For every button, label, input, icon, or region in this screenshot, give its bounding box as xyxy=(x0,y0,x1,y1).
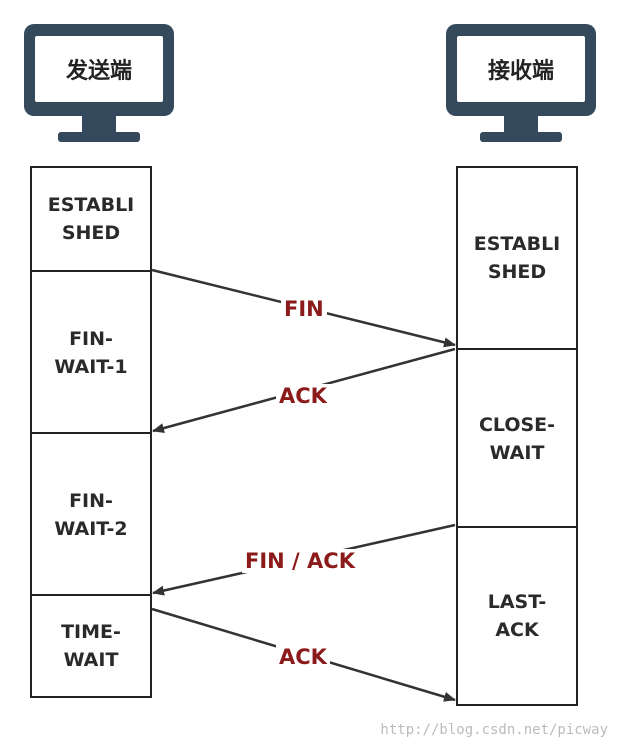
sender-state-time-wait: TIME- WAIT xyxy=(32,594,150,696)
sender-state-fin-wait-2: FIN- WAIT-2 xyxy=(32,432,150,596)
state-line: SHED xyxy=(61,222,121,244)
sender-monitor-icon: 发送端 xyxy=(24,24,174,146)
receiver-monitor-icon: 接收端 xyxy=(446,24,596,146)
monitor-base xyxy=(480,132,562,142)
receiver-state-close-wait: CLOSE- WAIT xyxy=(458,348,576,528)
state-line: LAST- xyxy=(487,591,547,613)
monitor-neck xyxy=(82,116,116,134)
state-line: WAIT-1 xyxy=(54,356,128,378)
ack-label-2: ACK xyxy=(276,645,330,669)
watermark: http://blog.csdn.net/picway xyxy=(380,722,608,738)
receiver-state-column: ESTABLI SHED CLOSE- WAIT LAST- ACK xyxy=(456,166,578,706)
sender-state-column: ESTABLI SHED FIN- WAIT-1 FIN- WAIT-2 TIME- W… xyxy=(30,166,152,698)
state-line: WAIT-2 xyxy=(54,518,128,540)
state-line: WAIT xyxy=(489,442,545,464)
state-line: ESTABLI xyxy=(473,233,561,255)
receiver-state-established: ESTABLI SHED xyxy=(458,168,576,348)
state-line: SHED xyxy=(487,261,547,283)
sender-state-fin-wait-1: FIN- WAIT-1 xyxy=(32,270,150,434)
receiver-title: 接收端 xyxy=(457,36,585,102)
monitor-neck xyxy=(504,116,538,134)
state-line: ACK xyxy=(495,619,539,641)
sender-title: 发送端 xyxy=(35,36,163,102)
monitor-base xyxy=(58,132,140,142)
state-line: WAIT xyxy=(63,649,119,671)
state-line: ESTABLI xyxy=(47,194,135,216)
fin-ack-label: FIN / ACK xyxy=(242,549,358,573)
fin-label: FIN xyxy=(281,297,327,321)
sender-state-established: ESTABLI SHED xyxy=(32,168,150,270)
state-line: FIN- xyxy=(69,490,113,512)
ack-label-1: ACK xyxy=(276,384,330,408)
state-line: FIN- xyxy=(69,328,113,350)
state-line: CLOSE- xyxy=(478,414,556,436)
receiver-state-last-ack: LAST- ACK xyxy=(458,526,576,704)
state-line: TIME- xyxy=(61,621,121,643)
